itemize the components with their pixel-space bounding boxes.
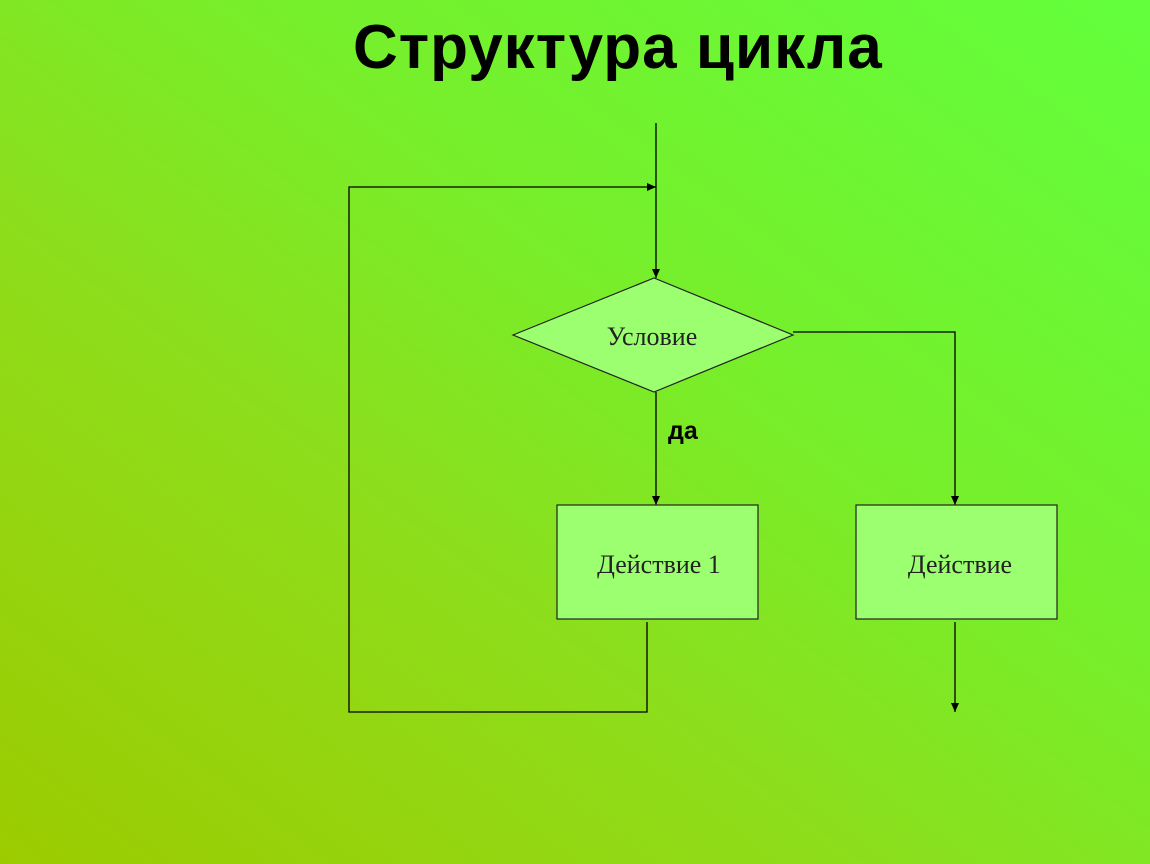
action-box <box>855 504 1058 620</box>
action1-box <box>556 504 759 620</box>
loop-back-line <box>348 183 656 713</box>
action1-label: Действие 1 <box>597 550 721 579</box>
yes-label: да <box>668 417 699 445</box>
condition-label: Условие <box>607 322 698 351</box>
no-branch-line <box>793 331 959 505</box>
slide-title: Структура цикла <box>353 13 883 82</box>
action-label: Действие <box>908 550 1012 579</box>
condition-diamond <box>511 277 795 393</box>
